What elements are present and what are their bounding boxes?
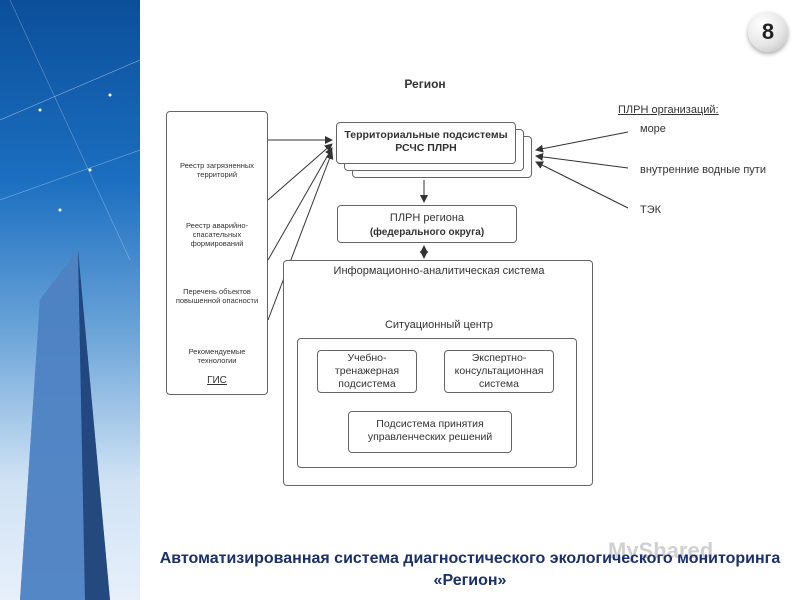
decorative-tower-graphic: [0, 0, 140, 600]
db-label-3: Перечень объектов повышенной опасности: [175, 287, 259, 305]
plrn-org-title: ПЛРН организаций:: [618, 104, 719, 116]
decision-subsystem-label: Подсистема принятия управленческих решен…: [367, 418, 493, 443]
training-subsystem-label: Учебно-тренажерная подсистема: [334, 352, 400, 390]
plrn-org-item-tek: ТЭК: [640, 204, 662, 216]
info-system-label: Информационно-аналитическая система: [333, 265, 545, 277]
db-label-1: Реестр загрязненных территорий: [179, 161, 255, 179]
slide-number: 8: [761, 19, 775, 44]
slide-caption: Автоматизированная система диагностическ…: [159, 550, 781, 589]
territorial-subsystems-box: Территориальные подсистемы РСЧС ПЛРН: [336, 122, 516, 164]
plrn-org-item-sea: море: [640, 123, 666, 135]
slide-number-badge: 8: [748, 12, 788, 52]
plrn-region-sublabel: (федерального округа): [369, 227, 485, 238]
plrn-region-label: ПЛРН региона: [389, 212, 465, 224]
watermark: MyShared: [608, 538, 714, 563]
gis-label: ГИС: [207, 375, 227, 386]
expert-system-label: Экспертно-консультационная система: [454, 352, 544, 390]
db-label-4: Рекомендуемые технологии: [188, 347, 246, 365]
territorial-subsystems-label: Территориальные подсистемы РСЧС ПЛРН: [344, 129, 508, 154]
decision-subsystem-box: Подсистема принятия управленческих решен…: [348, 411, 512, 453]
situation-center-label: Ситуационный центр: [384, 319, 494, 331]
db-label-2: Реестр аварийно-спасательных формировани…: [185, 221, 249, 248]
gis-container: [166, 111, 268, 395]
plrn-region-box: ПЛРН региона (федерального округа): [337, 205, 517, 243]
decorative-background-panel: [0, 0, 140, 600]
expert-system-box: Экспертно-консультационная система: [444, 350, 554, 393]
training-subsystem-box: Учебно-тренажерная подсистема: [317, 350, 417, 393]
diagram-title: Регион: [404, 77, 446, 91]
plrn-org-item-waterways: внутренние водные пути: [640, 164, 766, 176]
